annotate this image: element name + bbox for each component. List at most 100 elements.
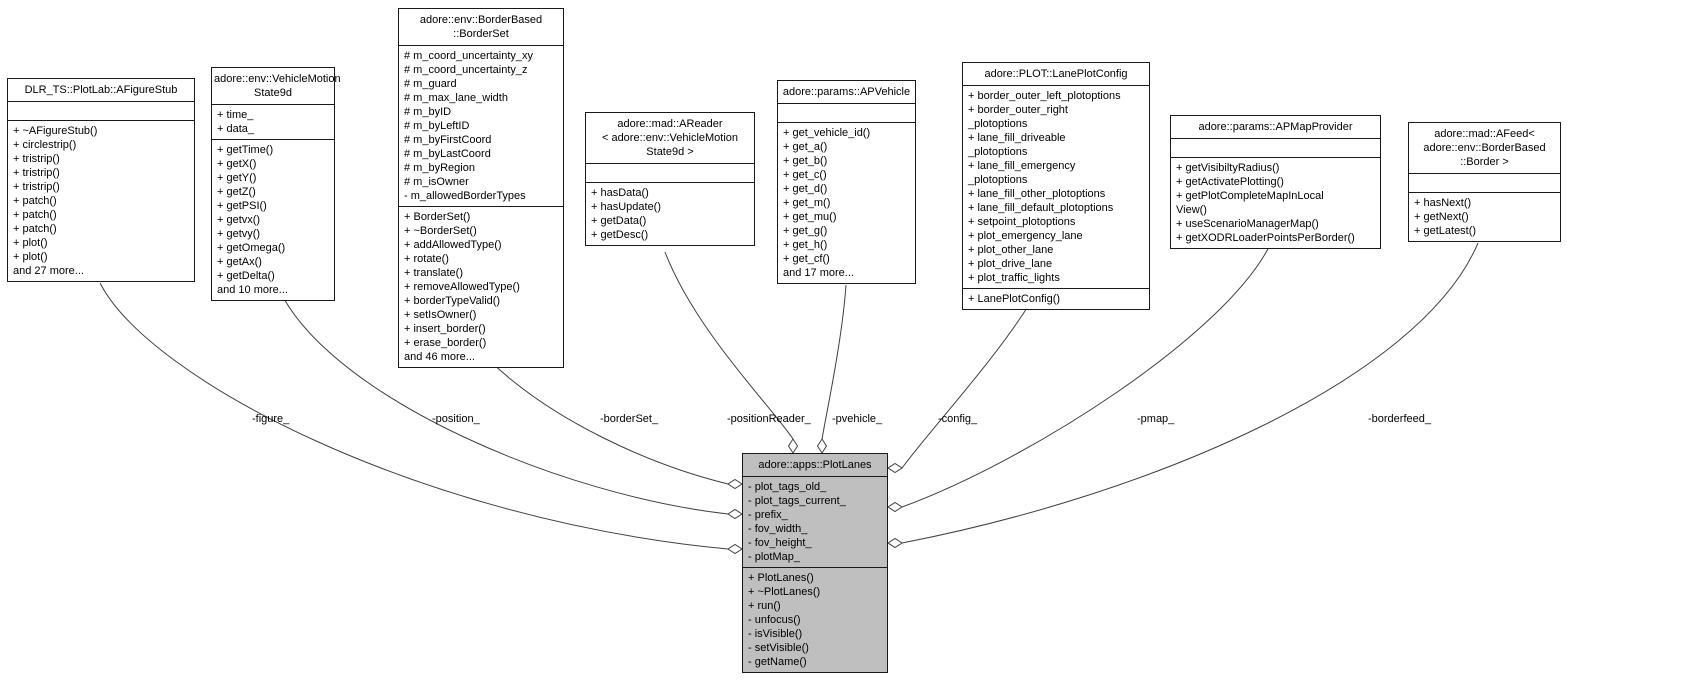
edge-positionreader	[664, 251, 794, 440]
member: + lane_fill_default_plotoptions	[968, 202, 1114, 214]
member: # m_guard	[404, 78, 457, 90]
member: + getActivatePlotting()	[1176, 176, 1284, 188]
member: + get_b()	[783, 155, 828, 167]
member: + tristrip()	[13, 181, 60, 193]
edge-label-config: -config_	[938, 413, 978, 425]
class-title: DLR_TS::PlotLab::AFigureStub	[8, 79, 194, 102]
attributes-section: - plot_tags_old_- plot_tags_current_- pr…	[743, 477, 887, 568]
member: + getData()	[591, 215, 647, 227]
member: + patch()	[13, 195, 57, 207]
member: + setpoint_plotoptions	[968, 216, 1076, 228]
member: + getPSI()	[217, 200, 267, 212]
member: + getY()	[217, 172, 257, 184]
attributes-section	[1409, 174, 1560, 193]
edge-label-pmap: -pmap_	[1137, 413, 1175, 425]
member: + plot_emergency_lane	[968, 230, 1083, 242]
aggregation-diamond-borderset	[727, 478, 743, 490]
aggregation-diamond-figure	[727, 543, 743, 555]
aggregation-diamond-config	[887, 462, 903, 474]
edge-position	[282, 296, 729, 515]
member: + get_g()	[783, 225, 828, 237]
edge-config	[901, 302, 1031, 469]
member: + get_h()	[783, 239, 828, 251]
member: + PlotLanes()	[748, 572, 814, 584]
member: + patch()	[13, 209, 57, 221]
member: - plot_tags_current_	[748, 495, 846, 507]
methods-section: + hasNext()+ getNext()+ getLatest()	[1409, 193, 1560, 241]
member: + run()	[748, 600, 781, 612]
member: + ~PlotLanes()	[748, 586, 821, 598]
member: + getLatest()	[1414, 225, 1477, 237]
member: + getVisibiltyRadius()	[1176, 162, 1280, 174]
member: + hasData()	[591, 187, 649, 199]
member: + get_mu()	[783, 211, 837, 223]
member: # m_coord_uncertainty_xy	[404, 50, 534, 62]
edge-figure	[99, 282, 729, 550]
member: + hasUpdate()	[591, 201, 662, 213]
member: + plot_other_lane	[968, 244, 1054, 256]
aggregation-diamond-position	[727, 508, 743, 520]
class-box-borderset[interactable]: adore::env::BorderBased ::BorderSet # m_…	[398, 8, 564, 368]
member: - isVisible()	[748, 628, 803, 640]
member: + erase_border()	[404, 337, 487, 349]
edge-pmap	[901, 244, 1271, 508]
member: + getZ()	[217, 186, 256, 198]
class-box-afigurestub[interactable]: DLR_TS::PlotLab::AFigureStub + ~AFigureS…	[7, 78, 195, 282]
member: + get_m()	[783, 197, 831, 209]
member: and 10 more...	[217, 284, 288, 296]
member: # m_byRegion	[404, 162, 475, 174]
methods-section: + getTime()+ getX()+ getY()+ getZ()+ get…	[212, 140, 334, 300]
class-box-apvehicle[interactable]: adore::params::APVehicle + get_vehicle_i…	[777, 80, 916, 284]
member: # m_byID	[404, 106, 452, 118]
class-box-afeed[interactable]: adore::mad::AFeed< adore::env::BorderBas…	[1408, 122, 1561, 242]
member: + border_outer_right _plotoptions	[968, 104, 1068, 130]
edge-label-borderset: -borderSet_	[600, 413, 659, 425]
edge-label-pvehicle: -pvehicle_	[832, 413, 883, 425]
member: + getvy()	[217, 228, 261, 240]
attributes-section	[586, 164, 754, 183]
class-title: adore::params::APMapProvider	[1171, 116, 1380, 139]
member: and 27 more...	[13, 265, 84, 277]
member: # m_byFirstCoord	[404, 134, 492, 146]
member: - setVisible()	[748, 642, 809, 654]
member: - plotMap_	[748, 551, 800, 563]
edge-label-borderfeed: -borderfeed_	[1368, 413, 1431, 425]
aggregation-diamond-pmap	[887, 501, 903, 513]
attributes-section	[778, 104, 915, 123]
member: # m_byLastCoord	[404, 148, 491, 160]
member: + get_cf()	[783, 253, 830, 265]
class-title: adore::mad::AReader < adore::env::Vehicl…	[586, 113, 754, 164]
member: - prefix_	[748, 509, 788, 521]
member: and 46 more...	[404, 351, 475, 363]
class-title: adore::PLOT::LanePlotConfig	[963, 63, 1149, 86]
member: + get_c()	[783, 169, 827, 181]
class-box-areader[interactable]: adore::mad::AReader < adore::env::Vehicl…	[585, 112, 755, 246]
member: + useScenarioManagerMap()	[1176, 218, 1319, 230]
attributes-section: # m_coord_uncertainty_xy # m_coord_uncert…	[399, 46, 563, 207]
class-box-vehiclemotionstate9d[interactable]: adore::env::VehicleMotion State9d + time…	[211, 67, 341, 301]
edge-label-figure: -figure_	[252, 413, 290, 425]
member: + BorderSet()	[404, 211, 471, 223]
class-box-plotlanes[interactable]: adore::apps::PlotLanes - plot_tags_old_-…	[742, 453, 888, 673]
attributes-section: + time_+ data_	[212, 105, 334, 140]
member: + addAllowedType()	[404, 239, 502, 251]
member: + circlestrip()	[13, 139, 77, 151]
member: + borderTypeValid()	[404, 295, 501, 307]
class-box-apmapprovider[interactable]: adore::params::APMapProvider + getVisibi…	[1170, 115, 1381, 249]
member: + time_	[217, 109, 254, 121]
methods-section: + LanePlotConfig()	[963, 289, 1149, 309]
class-title: adore::env::VehicleMotion State9d	[212, 68, 341, 105]
member: + getDesc()	[591, 229, 649, 241]
member: + plot_traffic_lights	[968, 272, 1060, 284]
member: + rotate()	[404, 253, 449, 265]
member: # m_coord_uncertainty_z	[404, 64, 528, 76]
member: - m_allowedBorderTypes	[404, 190, 526, 202]
attributes-section	[8, 102, 194, 121]
class-box-laneplotconfig[interactable]: adore::PLOT::LanePlotConfig + border_out…	[962, 62, 1150, 310]
member: + lane_fill_driveable _plotoptions	[968, 132, 1066, 158]
methods-section: + ~AFigureStub()+ circlestrip()+ tristri…	[8, 121, 194, 281]
member: + insert_border()	[404, 323, 486, 335]
member: + border_outer_left_plotoptions	[968, 90, 1121, 102]
edge-pvehicle	[821, 284, 847, 440]
